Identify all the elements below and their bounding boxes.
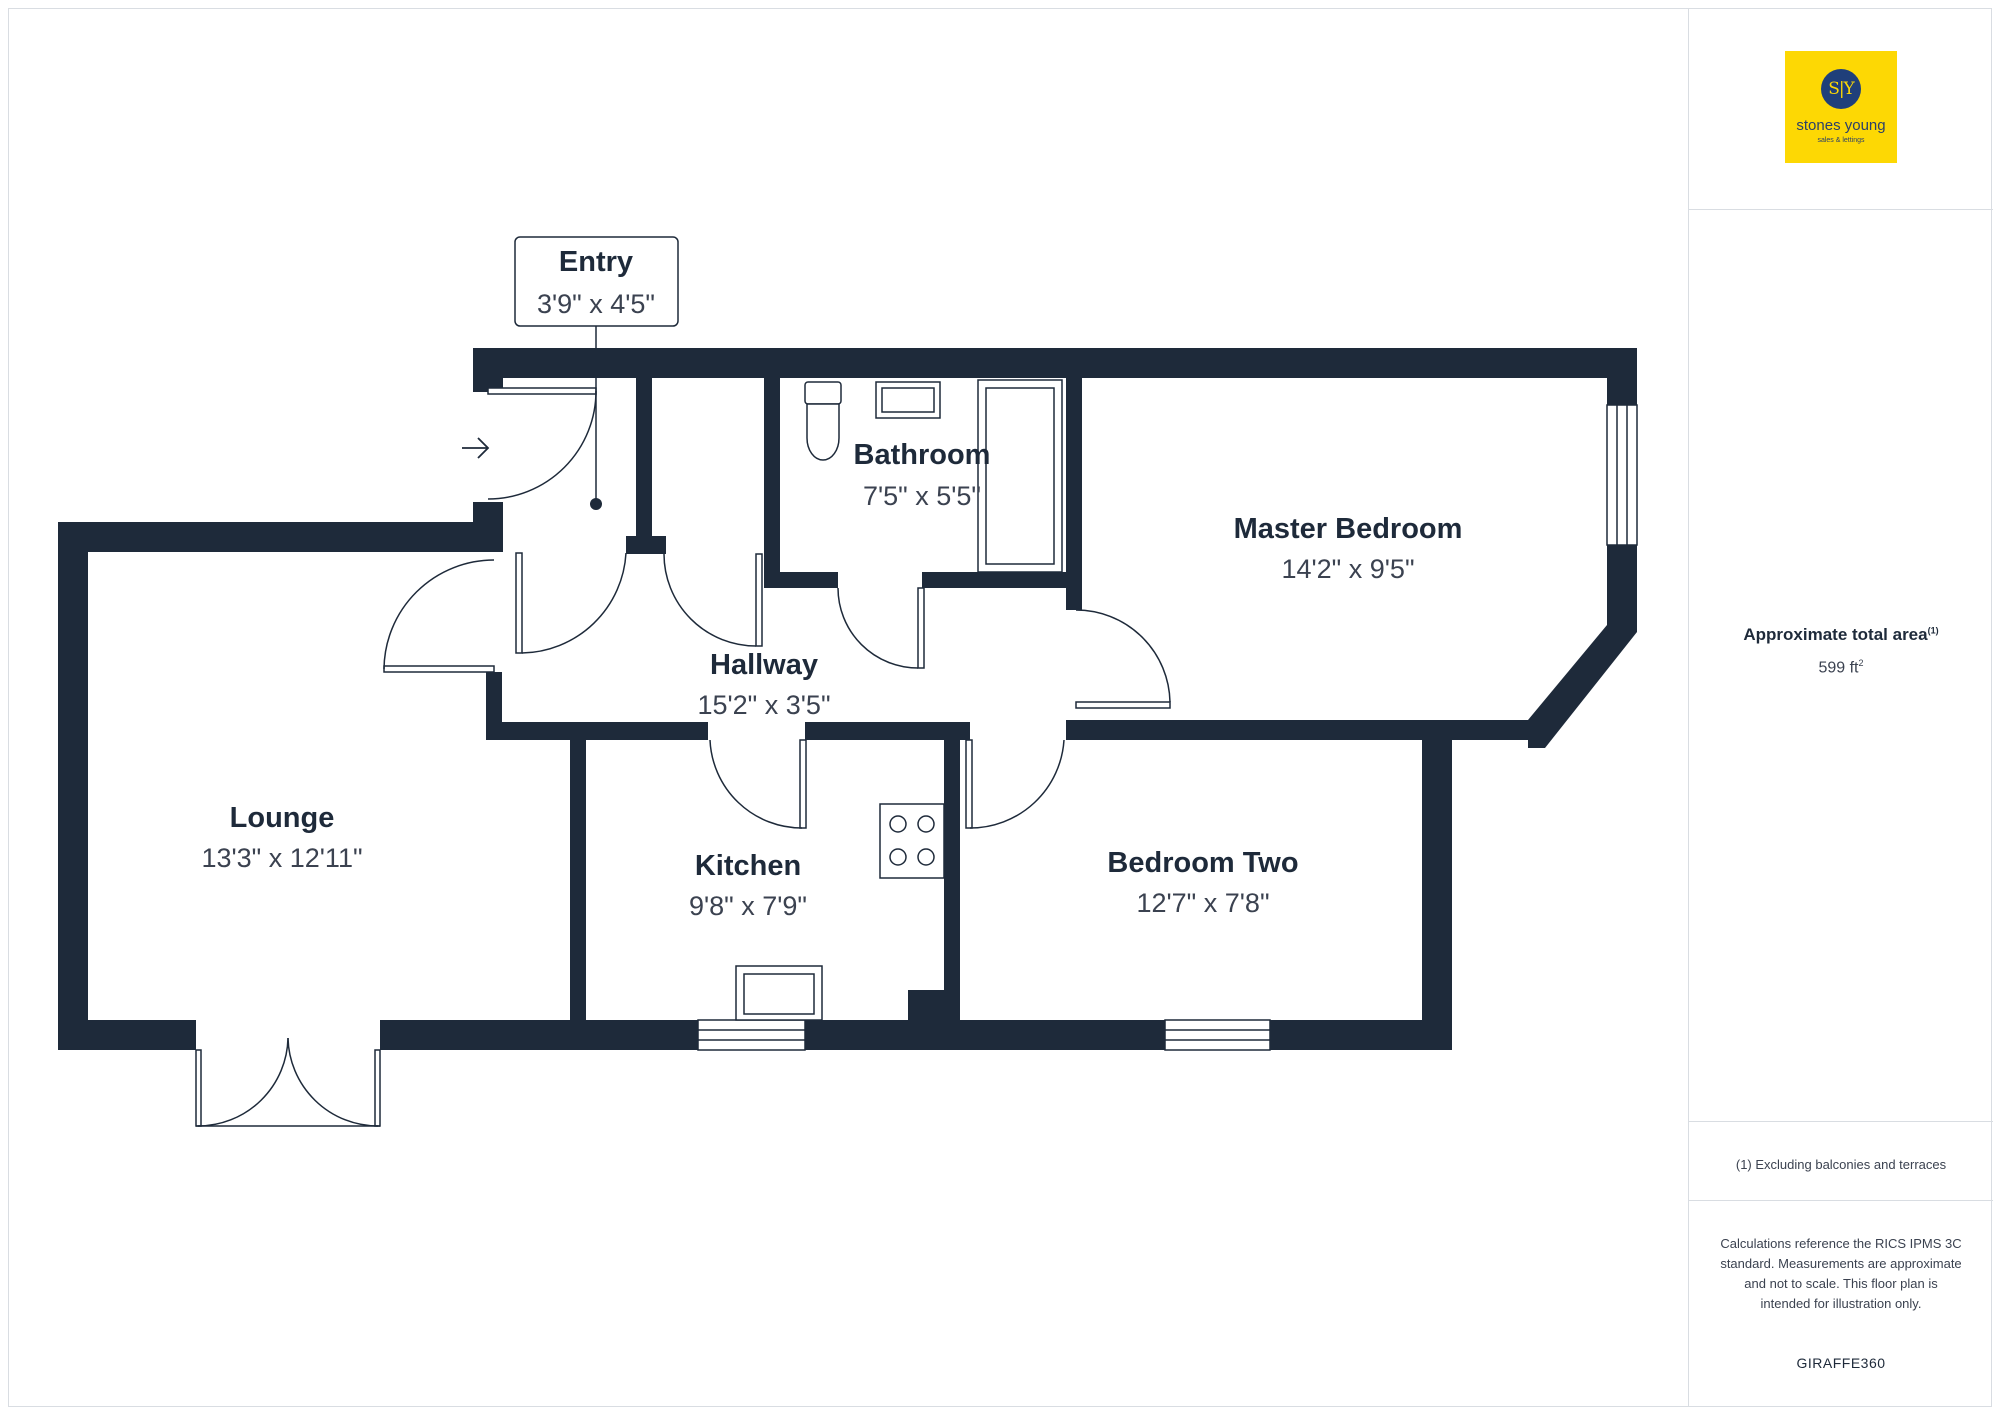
wall-entry-top-left bbox=[473, 348, 503, 392]
wall-bath-bottom-left bbox=[764, 572, 838, 588]
room-name-kitchen: Kitchen bbox=[695, 850, 801, 882]
room-dims-hallway: 15'2" x 3'5" bbox=[697, 690, 830, 720]
room-dims-bedroom-two: 12'7" x 7'8" bbox=[1136, 888, 1269, 918]
hob-icon bbox=[879, 803, 945, 879]
entrance-arrow-icon bbox=[462, 437, 490, 459]
window-bedroom-two bbox=[1164, 1019, 1271, 1051]
sidebar-divider bbox=[1689, 1200, 1993, 1201]
wall-bath-left bbox=[764, 378, 780, 586]
wall-lounge-left bbox=[58, 522, 88, 1050]
room-dims-entry: 3'9" x 4'5" bbox=[537, 289, 655, 319]
door-french-left-swing bbox=[197, 1037, 289, 1127]
walls bbox=[58, 348, 1637, 1050]
wall-bedroom-two-bottom bbox=[1270, 1020, 1452, 1050]
room-name-master-bedroom: Master Bedroom bbox=[1234, 513, 1463, 545]
logo-monogram: S|Y bbox=[1821, 69, 1861, 109]
sidebar-divider bbox=[1689, 209, 1993, 210]
sidebar-divider bbox=[1689, 1121, 1993, 1122]
door-entry bbox=[487, 387, 597, 395]
wall-kitchen-bottom bbox=[805, 1020, 1165, 1050]
entry-callout bbox=[514, 236, 679, 510]
wall-entry-right bbox=[636, 378, 652, 536]
wall-master-bottom bbox=[1066, 720, 1546, 740]
doors bbox=[195, 387, 1171, 1127]
area-value: 599 ft2 bbox=[1818, 658, 1864, 677]
area-title: Approximate total area(1) bbox=[1743, 625, 1939, 644]
fixtures bbox=[735, 379, 1063, 1021]
giraffe360-brand: GIRAFFE360 bbox=[1796, 1355, 1886, 1371]
wall-bedroom-two-right bbox=[1422, 720, 1452, 1050]
room-dims-lounge: 13'3" x 12'11" bbox=[201, 843, 362, 873]
door-lounge bbox=[383, 665, 495, 673]
room-name-hallway: Hallway bbox=[710, 649, 818, 681]
logo-tagline: sales & lettings bbox=[1817, 137, 1865, 144]
door-entry-swing bbox=[487, 390, 597, 500]
info-sidebar: S|Y stones young sales & lettings Approx… bbox=[1688, 8, 1993, 1407]
door-french-right bbox=[374, 1049, 381, 1127]
wall-bath-bottom-right bbox=[922, 572, 1078, 588]
room-dims-kitchen: 9'8" x 7'9" bbox=[689, 891, 807, 921]
logo-name: stones young bbox=[1796, 117, 1886, 134]
door-bedroom-two bbox=[965, 739, 973, 829]
windows bbox=[196, 404, 1638, 1051]
door-entry-hall-swing bbox=[521, 552, 627, 654]
room-name-lounge: Lounge bbox=[230, 802, 335, 834]
door-bedroom-two-swing bbox=[969, 739, 1065, 829]
wall-pier bbox=[908, 990, 960, 1020]
door-master bbox=[1075, 701, 1171, 709]
wall-lounge-bottom-right bbox=[380, 1020, 698, 1050]
room-name-bedroom-two: Bedroom Two bbox=[1107, 847, 1298, 879]
door-cupboard-swing bbox=[663, 553, 757, 647]
door-lounge-swing bbox=[383, 559, 495, 670]
wall-top bbox=[473, 348, 1637, 378]
floor-plan: Entry 3'9" x 4'5" Bathroom 7'5" x 5'5" M… bbox=[58, 236, 1638, 1127]
area-footnote: (1) Excluding balconies and terraces bbox=[1735, 1157, 1947, 1172]
room-dims-bathroom: 7'5" x 5'5" bbox=[863, 481, 981, 511]
door-kitchen-swing bbox=[709, 739, 803, 829]
page-frame bbox=[8, 8, 1992, 1407]
toilet-cistern bbox=[804, 381, 842, 405]
wall-hall-bottom-mid bbox=[805, 722, 970, 740]
door-entry-hall bbox=[515, 552, 523, 654]
wall-diagonal bbox=[1528, 625, 1637, 748]
room-name-bathroom: Bathroom bbox=[854, 439, 991, 471]
disclaimer-text: Calculations reference the RICS IPMS 3C … bbox=[1720, 1236, 1962, 1311]
room-name-entry: Entry bbox=[559, 246, 633, 278]
window-kitchen bbox=[697, 1019, 806, 1051]
door-bathroom bbox=[917, 587, 925, 669]
wall-kitchen-bedroom bbox=[944, 722, 960, 1020]
door-kitchen bbox=[799, 739, 807, 829]
wall-lounge-top bbox=[58, 522, 503, 552]
door-bathroom-swing bbox=[837, 587, 919, 669]
wall-lounge-kitchen bbox=[570, 722, 586, 1020]
door-cupboard bbox=[755, 553, 763, 647]
door-french-left bbox=[195, 1049, 202, 1127]
wall-bath-master bbox=[1066, 378, 1082, 610]
wall-hall-bottom-left bbox=[486, 722, 708, 740]
door-french-right-swing bbox=[287, 1037, 379, 1127]
room-dims-master-bedroom: 14'2" x 9'5" bbox=[1281, 554, 1414, 584]
wall-hall-lounge-corner bbox=[486, 672, 502, 740]
wall-lounge-bottom-left bbox=[58, 1020, 196, 1050]
door-master-swing bbox=[1075, 609, 1171, 703]
toilet-icon bbox=[806, 403, 840, 461]
window-master bbox=[1606, 404, 1638, 546]
company-logo: S|Y stones young sales & lettings bbox=[1785, 51, 1897, 163]
wall-entry-right-stub bbox=[626, 536, 666, 554]
